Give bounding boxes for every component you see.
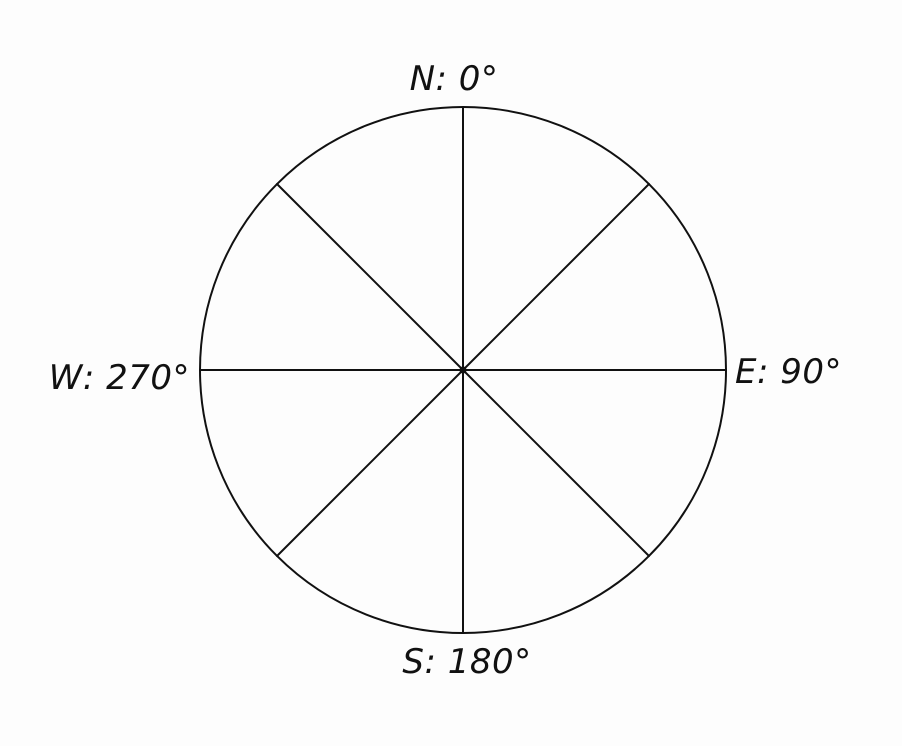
- compass-spokes: [199, 106, 727, 634]
- spoke-southwest: [276, 369, 464, 557]
- spoke-northwest: [276, 183, 464, 371]
- spoke-southeast: [462, 369, 650, 557]
- center-point: [459, 366, 467, 374]
- west-label: W: 270°: [49, 358, 190, 398]
- spoke-northeast: [462, 183, 650, 371]
- south-label: S: 180°: [402, 642, 531, 682]
- east-label: E: 90°: [735, 352, 842, 392]
- north-label: N: 0°: [410, 59, 499, 99]
